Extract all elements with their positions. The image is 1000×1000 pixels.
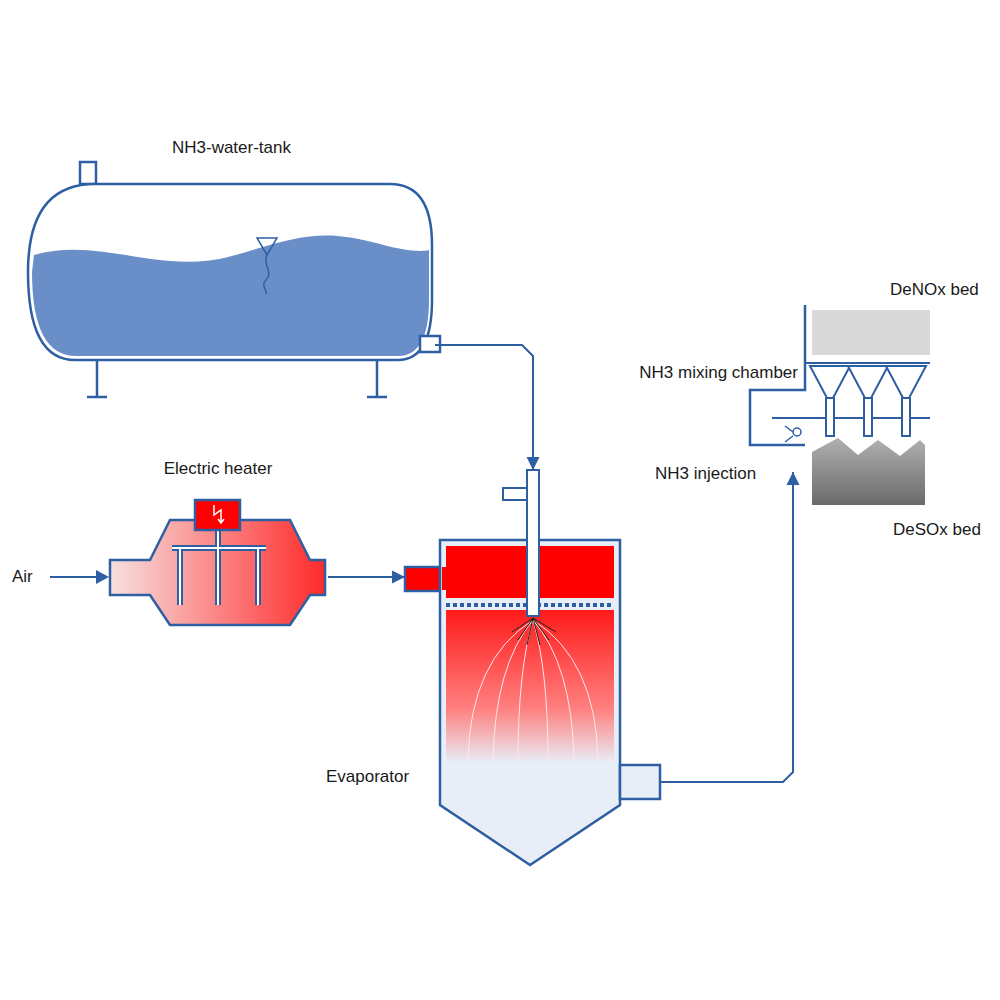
node-label: NH3 mixing chamber: [612, 363, 798, 383]
reactor-beds-part-part: [886, 366, 926, 398]
heater-housing-part: [172, 530, 266, 605]
evaporator-vessel-part-part: [493, 620, 533, 760]
heater-housing-part: [195, 500, 240, 530]
evaporator-vessel: [405, 470, 660, 865]
tank-vessel-part: [264, 255, 269, 294]
arrow-head: [787, 472, 800, 485]
flow-label: Air: [12, 567, 33, 587]
tank-vessel-part: [257, 238, 277, 255]
pipe-connector: [328, 571, 405, 584]
evaporator-vessel-part-part: [533, 620, 598, 760]
reactor-beds-part: [785, 426, 793, 442]
evaporator-vessel-part: [620, 765, 660, 799]
tank-vessel-part: [32, 235, 429, 356]
pipe-line: [435, 345, 533, 470]
arrow-head: [527, 457, 540, 470]
tank-vessel-part: [87, 360, 387, 397]
heater-housing: [110, 500, 325, 625]
air-arrow: [50, 570, 109, 584]
arrow-head: [392, 571, 405, 584]
reactor-beds: [750, 305, 930, 505]
reactor-beds-part-part: [902, 398, 910, 436]
heater-housing-part: [172, 530, 266, 605]
evaporator-box: Evaporator: [405, 470, 660, 867]
evaporator-vessel-part: [527, 470, 539, 616]
pipe-line: [660, 472, 793, 782]
bed-label: DeNOx bed: [890, 280, 979, 300]
injection-label: NH3 injection: [655, 464, 756, 484]
node-label: Evaporator: [326, 767, 409, 787]
evaporator-vessel-part: [503, 488, 527, 500]
bed-label: DeSOx bed: [893, 520, 981, 540]
node-label: NH3-water-tank: [28, 138, 435, 158]
evaporator-vessel-part: [512, 618, 556, 645]
node-label: Electric heater: [108, 459, 328, 479]
heater-box: Electric heater: [108, 455, 328, 628]
air-arrow-part: [50, 576, 98, 578]
heater-housing-part: [110, 520, 325, 625]
reactor-beds-part-part: [864, 398, 872, 436]
evaporator-vessel-part: [446, 610, 614, 790]
evaporator-vessel-part: [468, 620, 598, 760]
tank-vessel: [28, 162, 440, 397]
tank-vessel: NH3-water-tank: [28, 135, 435, 362]
evaporator-vessel-part-part: [533, 620, 548, 760]
evaporator-vessel-part-part: [512, 618, 556, 645]
reactor-beds-part-part: [848, 366, 888, 398]
reactor-beds-part: [793, 428, 801, 436]
evaporator-vessel-part-part: [518, 620, 533, 760]
evaporator-vessel-part-part: [468, 620, 533, 760]
reactor-beds-part: [812, 310, 930, 355]
pipe-connector: [660, 472, 800, 782]
air-arrow-part: [96, 570, 109, 584]
reactor-beds-part-part: [810, 366, 850, 398]
reactor-beds-part: [812, 438, 925, 505]
tank-vessel-part: [80, 162, 96, 184]
pipe-connector: [435, 345, 540, 470]
evaporator-vessel-part: [442, 567, 450, 590]
tank-vessel-part: [28, 184, 432, 360]
mixing-chamber: NH3 mixing chamber: [612, 362, 932, 472]
reactor-beds-part-part: [826, 398, 834, 436]
heater-housing-part: [214, 505, 224, 523]
reactor-beds-part: [810, 366, 926, 436]
